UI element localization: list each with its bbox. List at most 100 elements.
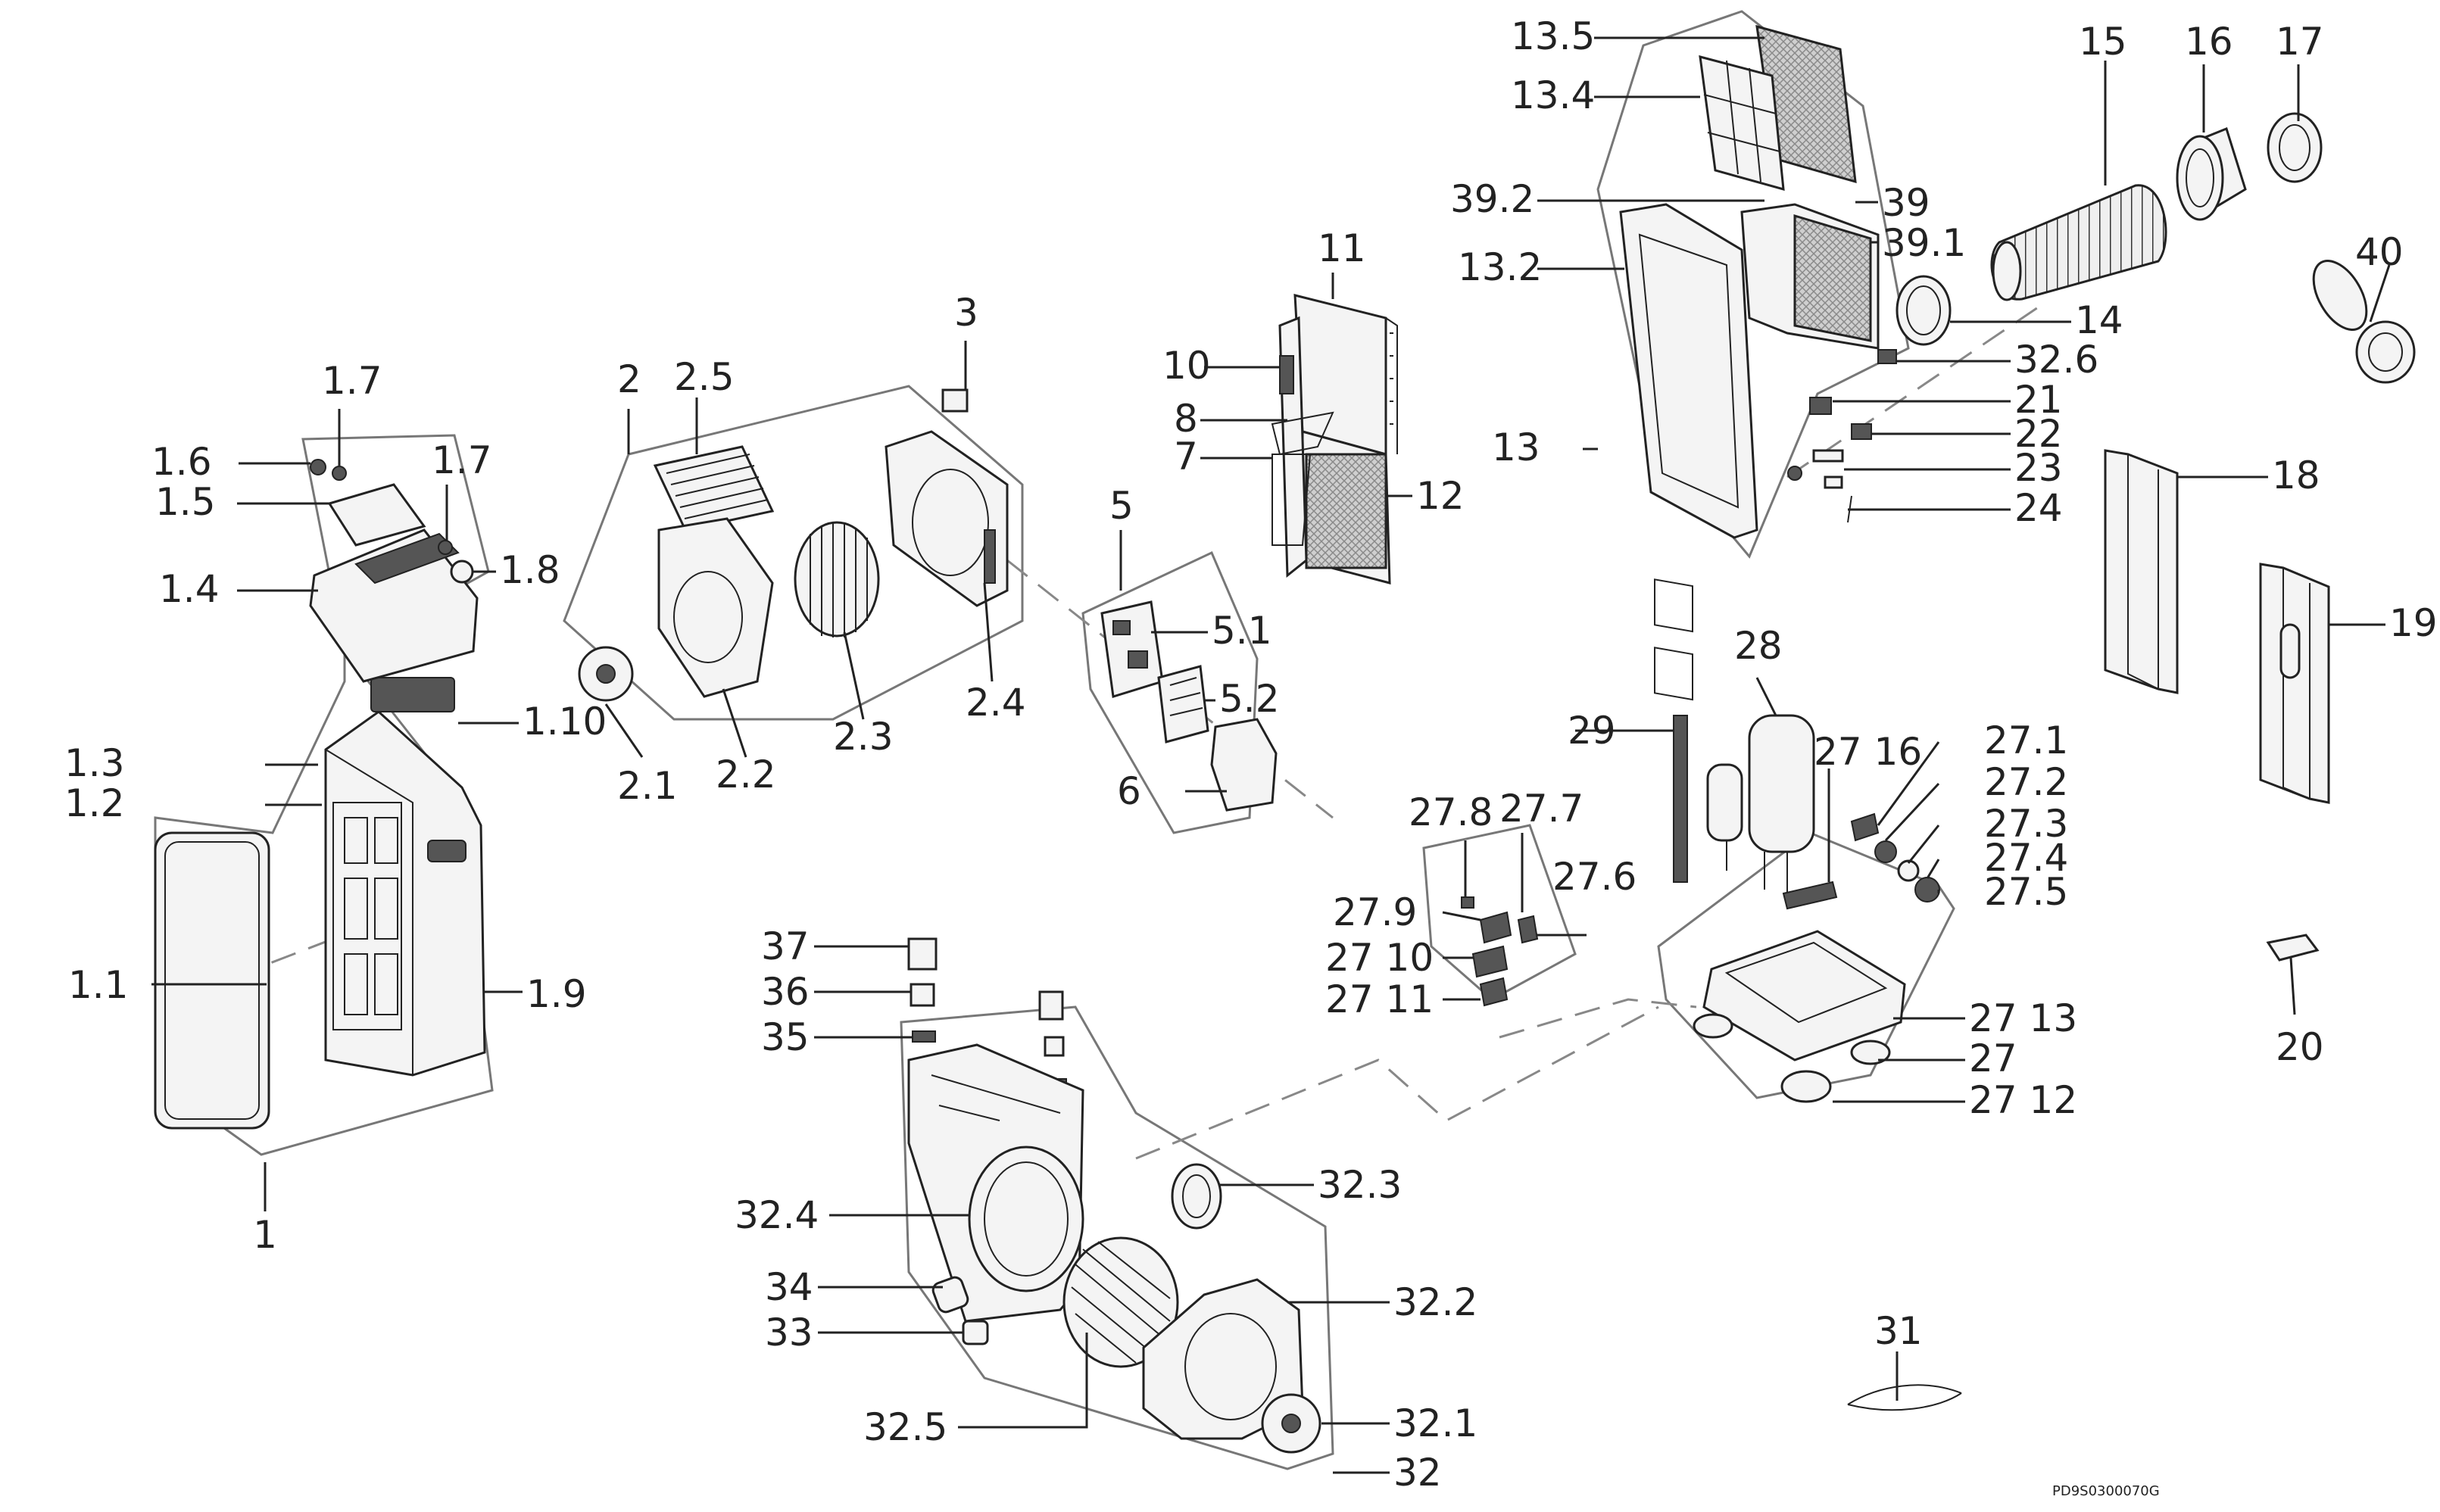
label-1-6: 1.6 — [151, 440, 212, 484]
label-32: 32 — [1393, 1451, 1442, 1495]
label-10: 10 — [1162, 344, 1211, 388]
label-27-2: 27.2 — [1984, 760, 2068, 804]
label-37: 37 — [761, 924, 810, 968]
air-grille — [653, 445, 775, 532]
label-24: 24 — [2014, 486, 2063, 530]
label-1-2: 1.2 — [64, 781, 125, 825]
label-27-4: 27.4 — [1984, 836, 2068, 880]
top-cover — [309, 528, 479, 683]
label-1-1: 1.1 — [68, 963, 129, 1007]
control-button-strip — [370, 677, 455, 712]
label-7: 7 — [1174, 435, 1198, 479]
window-slide-panel-with-hole — [2259, 563, 2330, 804]
label-19: 19 — [2389, 601, 2438, 645]
label-32-3: 32.3 — [1318, 1163, 1402, 1207]
castor — [1693, 1013, 1733, 1039]
label-31: 31 — [1874, 1309, 1923, 1353]
label-27-9: 27.9 — [1333, 890, 1417, 934]
leader-lines — [151, 36, 2391, 1474]
label-1-7a: 1.7 — [322, 359, 382, 403]
window-slide-panel — [2104, 449, 2179, 694]
fan-mounting-frame — [885, 430, 1009, 607]
label-5-2: 5.2 — [1219, 677, 1280, 721]
label-1: 1 — [253, 1213, 277, 1257]
capacitor — [907, 937, 938, 971]
power-cable — [1847, 1384, 1962, 1411]
callout-labels: 1 1.1 1.2 1.3 1.4 1.5 1.6 1.7 1.7 1.8 1.… — [64, 14, 2438, 1499]
fan-scroll-housing — [657, 517, 774, 698]
label-1-4: 1.4 — [159, 567, 220, 611]
label-40: 40 — [2355, 230, 2404, 274]
label-27-11: 27 11 — [1325, 977, 1434, 1021]
label-33: 33 — [765, 1311, 813, 1355]
label-29: 29 — [1568, 709, 1616, 753]
control-board — [1100, 600, 1164, 698]
label-12: 12 — [1416, 474, 1465, 518]
label-5-1: 5.1 — [1212, 609, 1272, 653]
label-27-12: 27 12 — [1969, 1078, 2077, 1122]
label-16: 16 — [2185, 20, 2233, 64]
evaporator-parts — [1271, 294, 1398, 585]
label-6: 6 — [1117, 769, 1141, 813]
label-21: 21 — [2014, 378, 2063, 422]
label-27-7: 27.7 — [1499, 787, 1584, 831]
label-32-5: 32.5 — [863, 1405, 947, 1449]
label-28: 28 — [1734, 624, 1783, 668]
label-36: 36 — [761, 970, 810, 1014]
label-27-3: 27.3 — [1984, 802, 2068, 846]
label-8: 8 — [1174, 397, 1198, 441]
label-1-9: 1.9 — [526, 972, 587, 1016]
rear-panel-parts — [1619, 24, 1952, 701]
label-27-8: 27.8 — [1409, 790, 1493, 834]
label-2: 2 — [617, 357, 641, 401]
display-board — [1157, 665, 1209, 744]
label-13-4: 13.4 — [1511, 73, 1595, 117]
label-17: 17 — [2276, 20, 2324, 64]
lower-fan-parts — [907, 937, 1321, 1454]
label-32-6: 32.6 — [2014, 338, 2098, 382]
label-20: 20 — [2276, 1025, 2324, 1069]
label-15: 15 — [2079, 20, 2127, 64]
label-11: 11 — [1318, 226, 1366, 270]
base-and-compressor-parts — [1461, 714, 1940, 1103]
label-13-5: 13.5 — [1511, 14, 1595, 58]
label-23: 23 — [2014, 446, 2063, 490]
label-35: 35 — [761, 1015, 810, 1059]
label-32-1: 32.1 — [1393, 1401, 1477, 1445]
front-cabinet-parts — [154, 459, 486, 1130]
label-27-16: 27 16 — [1814, 730, 1922, 774]
label-39-1: 39.1 — [1882, 221, 1966, 265]
refrigerant-pipe — [1673, 715, 1688, 883]
label-3: 3 — [954, 291, 978, 335]
filter-frame — [1699, 55, 1785, 192]
label-5: 5 — [1109, 484, 1134, 528]
label-2-5: 2.5 — [674, 355, 735, 399]
label-1-10: 1.10 — [523, 700, 607, 744]
exhaust-hose — [1990, 184, 2167, 301]
upper-fan-parts — [578, 388, 1009, 702]
blower-impeller — [794, 521, 880, 638]
electrical-box-cover — [1210, 718, 1278, 812]
display-window — [327, 483, 426, 547]
label-2-1: 2.1 — [617, 764, 678, 808]
lower-filter-mesh — [1793, 214, 1872, 342]
compressor — [1748, 714, 1815, 853]
drain-pipe — [1279, 355, 1294, 394]
label-27-10: 27 10 — [1325, 936, 1434, 980]
duct-adapter — [1896, 275, 1952, 346]
label-1-8: 1.8 — [500, 548, 560, 592]
label-39-2: 39.2 — [1450, 177, 1534, 221]
label-1-3: 1.3 — [64, 741, 125, 785]
label-1-5: 1.5 — [155, 480, 216, 524]
label-39: 39 — [1882, 181, 1930, 225]
label-32-4: 32.4 — [735, 1193, 819, 1237]
label-13: 13 — [1492, 426, 1540, 469]
control-board-parts — [1100, 600, 1278, 812]
label-22: 22 — [2014, 412, 2063, 456]
label-14: 14 — [2075, 298, 2123, 342]
label-27-13: 27 13 — [1969, 996, 2077, 1040]
label-34: 34 — [765, 1265, 813, 1309]
window-kit-parts — [2104, 449, 2330, 962]
round-nozzle-cap — [2312, 259, 2368, 332]
